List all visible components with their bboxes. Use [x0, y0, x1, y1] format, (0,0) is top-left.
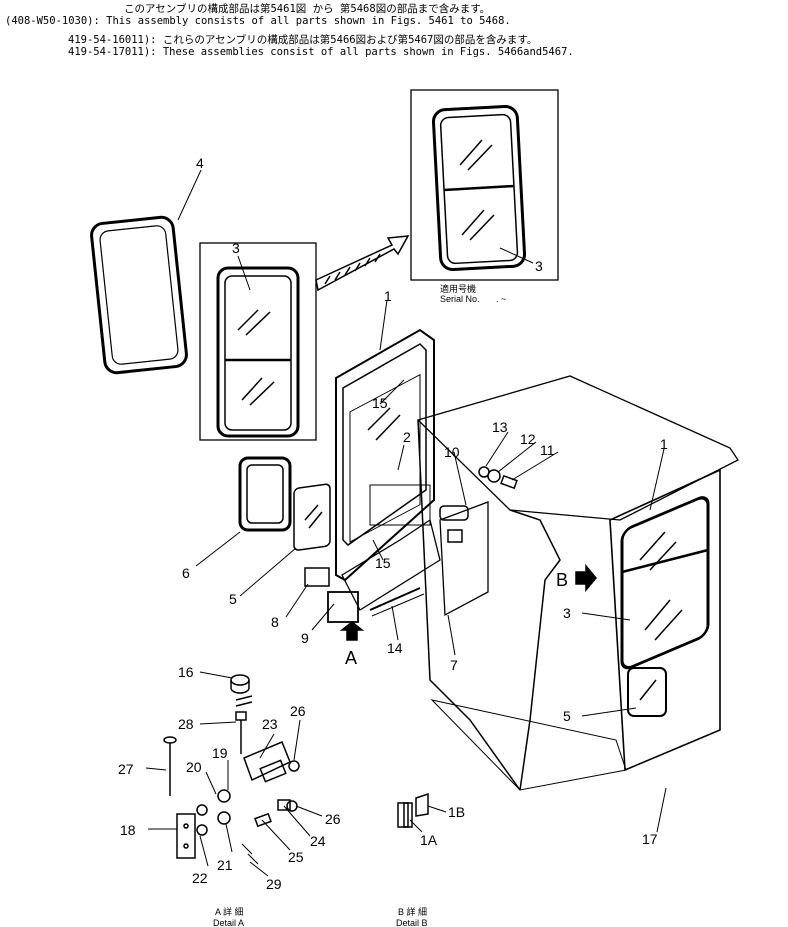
panel-part-7 — [439, 501, 489, 617]
detail-a-label: Detail A — [213, 918, 244, 927]
callout-8: 8 — [271, 614, 279, 630]
header-note-en-1: (408-W50-1030): This assembly consists o… — [5, 15, 511, 27]
callout-3: 3 — [563, 605, 571, 621]
callout-19: 19 — [212, 745, 228, 761]
callout-4: 4 — [196, 155, 204, 171]
header-note-jp-1: このアセンブリの構成部品は第5461図 から 第5468図の部品まで含みます。 — [124, 3, 491, 15]
view-a-label: A — [345, 648, 357, 668]
detail-b-label: Detail B — [396, 918, 428, 927]
callout-labels: 4 3 3 適用号機 Serial No. . ~ 1 15 2 10 13 1… — [118, 155, 668, 927]
callout-7: 7 — [450, 657, 458, 673]
callout-23: 23 — [262, 716, 278, 732]
callout-28: 28 — [178, 716, 194, 732]
leader-lines — [145, 169, 667, 877]
small-window-seal-part-6 — [238, 456, 292, 532]
view-b-arrow — [575, 563, 597, 593]
callout-26: 26 — [290, 703, 306, 719]
callout-17: 17 — [642, 831, 658, 847]
callout-18: 18 — [120, 822, 136, 838]
direction-arrow — [315, 235, 410, 292]
callout-15: 15 — [375, 555, 391, 571]
callout-5: 5 — [563, 708, 571, 724]
callout-1b: 1B — [448, 804, 465, 820]
callout-26: 26 — [325, 811, 341, 827]
callout-13: 13 — [492, 419, 508, 435]
view-b-label: B — [556, 570, 568, 590]
small-glass-part-5 — [293, 483, 331, 551]
header-note-jp-2: 419-54-16011): これらのアセンブリの構成部品は第5466図および第… — [68, 34, 538, 46]
callout-20: 20 — [186, 759, 202, 775]
callout-1: 1 — [384, 288, 392, 304]
callout-2: 2 — [403, 429, 411, 445]
callout-6: 6 — [182, 565, 190, 581]
callout-5: 5 — [229, 591, 237, 607]
serial-label: Serial No. — [440, 294, 480, 304]
callout-22: 22 — [192, 870, 208, 886]
serial-window-box — [410, 89, 559, 281]
callout-29: 29 — [266, 876, 282, 892]
cab-body — [416, 375, 739, 791]
callout-3: 3 — [232, 240, 240, 256]
serial-dots: . ~ — [496, 294, 506, 304]
door-frame-part-1 — [304, 328, 469, 623]
callout-15: 15 — [372, 395, 388, 411]
callout-9: 9 — [301, 630, 309, 646]
callout-24: 24 — [310, 833, 326, 849]
callout-11: 11 — [540, 442, 555, 458]
callout-12: 12 — [520, 431, 536, 447]
callout-10: 10 — [444, 444, 460, 460]
detail-b-hardware — [397, 792, 429, 828]
detail-a-jp: A 詳 細 — [215, 906, 244, 917]
view-a-arrow — [339, 621, 365, 641]
callout-1a: 1A — [420, 832, 438, 848]
callout-27: 27 — [118, 761, 134, 777]
window-detail-box — [199, 242, 317, 441]
header-note-en-2: 419-54-17011): These assemblies consist … — [68, 46, 574, 58]
callout-25: 25 — [288, 849, 304, 865]
bolt-set-11-13 — [478, 466, 518, 490]
callout-3: 3 — [535, 258, 543, 274]
callout-16: 16 — [178, 664, 194, 680]
callout-14: 14 — [387, 640, 403, 656]
detail-b-jp: B 詳 細 — [398, 906, 427, 917]
serial-jp-label: 適用号機 — [440, 283, 476, 294]
detail-a-hardware — [163, 674, 300, 865]
callout-21: 21 — [217, 857, 233, 873]
callout-1: 1 — [660, 436, 668, 452]
window-seal-part-4 — [90, 215, 188, 375]
